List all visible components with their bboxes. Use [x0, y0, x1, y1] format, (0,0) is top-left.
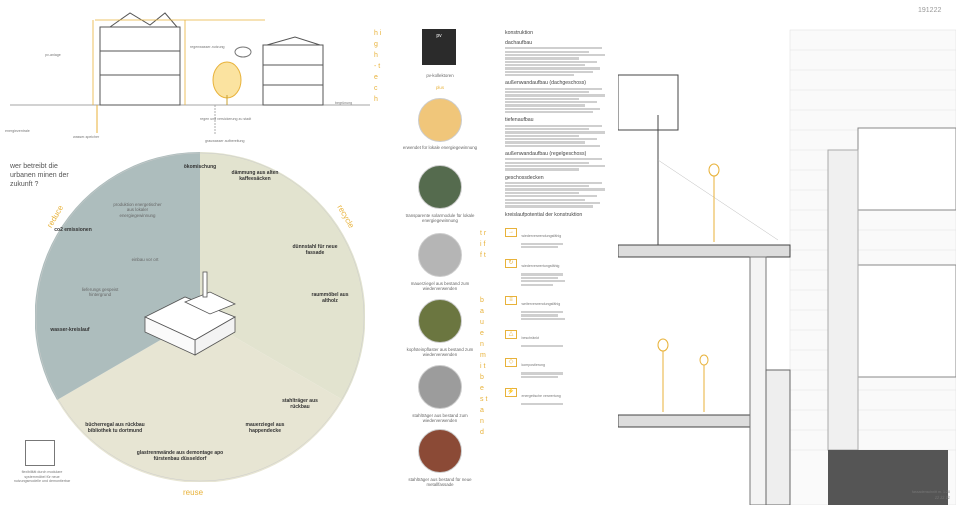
material-image-moss: [418, 299, 462, 343]
material-image-solar: [418, 165, 462, 209]
mid-label: wasser-speicher: [73, 135, 100, 139]
legend-title-2: weiterverwendungsfähig: [521, 301, 561, 306]
vertical-trifft: t r i f f t: [480, 230, 487, 259]
material-caption-4: mauerziegel aus bestand zum wiederverwen…: [410, 281, 470, 292]
legend-icon-5: ⚡: [505, 388, 517, 398]
material-caption-3: transparente solarmodule für lokale ener…: [405, 213, 475, 224]
legend-title-1: wiederverwertungsfähig: [521, 264, 560, 269]
legend-title-5: energetische verwertung: [521, 394, 561, 398]
spec-section-5: kreislaufpotential der konstruktion: [505, 211, 583, 218]
page-number: 191222: [918, 7, 942, 14]
cycle-svg: [34, 151, 366, 483]
legend-icon-3: △: [505, 330, 517, 340]
material-column: pv pv-kollektoren plus erwendet für loka…: [400, 25, 480, 505]
cycle-item-6: glastrennwände aus demontage apo fürsten…: [136, 450, 224, 462]
cycle-item-11: produktion energetischer aus lokaler ene…: [113, 202, 162, 218]
material-image-brick: [418, 429, 462, 473]
legend-icon-0: →: [505, 227, 517, 237]
cycle-item-5: mauerziegel aus happendecke: [245, 422, 285, 434]
spec-section-0: dachaufbau: [505, 40, 533, 46]
section-svg: [10, 12, 370, 135]
cycle-item-7: bücherregal aus rückbau bibliothek tu do…: [85, 422, 145, 434]
material-caption-7: stahlträger aus bestand für neue metallf…: [408, 477, 472, 488]
legend-title-4: kompostierung: [521, 363, 546, 368]
building-section-top: energiezentrale pv-anlage regenwasser-nu…: [5, 5, 375, 145]
bottom-label: regen und versickerung zu stadt: [200, 117, 252, 121]
pv-label: pv-anlage: [45, 53, 61, 57]
spec-section-1: außenwandaufbau (dachgeschoss): [505, 80, 587, 87]
material-image-stone: [418, 233, 462, 277]
corner-icon: [25, 440, 55, 466]
gruen-label: begrünung: [335, 101, 353, 105]
facade-svg: [617, 29, 957, 506]
material-image-beam: [418, 365, 462, 409]
facade-marks: ZŻ ŻŻ ŻŻ: [934, 496, 950, 500]
pv-module-text: pv: [436, 33, 442, 39]
legend-row-1: ↻ wiederverwertungsfähig: [505, 254, 610, 272]
cycle-item-3: raummöbel aus altholz: [311, 292, 349, 304]
vertical-bauen-mit-bestand: b a u e n m i t b e s t a n d: [480, 297, 488, 436]
corner-note: flexibilität durch modulare systemmöbel …: [13, 470, 71, 484]
cycle-item-1: dämmung aus alten kaffeesäcken: [231, 170, 279, 182]
legend-row-5: ⚡ energetische verwertung: [505, 384, 610, 402]
legend-icon-2: ≡: [505, 296, 517, 306]
regen-label: regenwasser-nutzung: [190, 45, 225, 49]
spec-text: konstruktion dachaufbau außenwandaufbau …: [505, 30, 610, 500]
stalk-label: grauwasser aufbereitung: [205, 139, 245, 143]
cycle-item-8: wasser-kreislauf: [50, 327, 90, 333]
facade-note: fassadenschnitt m. 1:20: [912, 490, 950, 494]
spec-section-3: außenwandaufbau (regelgeschoss): [505, 151, 587, 157]
vertical-high-tech: h i g h - t e c h: [374, 30, 382, 103]
legend-row-0: → wiederverwendungsfähig: [505, 224, 610, 242]
legend-icon-1: ↻: [505, 258, 517, 268]
legend-title-3: beschränkt: [521, 335, 540, 340]
legend-title-0: wiederverwendungsfähig: [521, 233, 562, 238]
cycle-item-9: co2 emissionen: [54, 227, 92, 233]
cycle-item-4: stahlträger aus rückbau: [282, 398, 318, 410]
legend-row-4: ◇ kompostierung: [505, 353, 610, 371]
material-caption-6: stahlträger aus bestand zum wiederverwen…: [412, 413, 468, 424]
energiezentrale-label: energiezentrale: [5, 129, 30, 133]
material-caption-2: erwendet für lokale energiegewinnung: [402, 145, 478, 150]
cycle-diagram: reduce recycle reuse ökomischung dämmung…: [34, 151, 366, 497]
material-image-wood: [418, 98, 462, 142]
spec-section-4: geschossdecken: [505, 174, 544, 181]
reuse-label: reuse: [183, 488, 204, 497]
cycle-item-0: ökomischung: [183, 164, 217, 170]
facade-section-drawing: fassadenschnitt m. 1:20 ZŻ ŻŻ ŻŻ: [617, 20, 957, 506]
legend-icon-4: ◇: [505, 357, 517, 367]
spec-title: konstruktion: [505, 30, 533, 36]
spec-section-2: tiefenaufbau: [505, 117, 534, 124]
material-caption-0: pv-kollektoren: [426, 73, 454, 78]
legend-row-2: ≡ weiterverwendungsfähig: [505, 292, 610, 310]
material-caption-1: plus: [435, 85, 445, 90]
pv-module-icon: pv: [422, 29, 456, 65]
legend-row-3: △ beschränkt: [505, 326, 610, 344]
cycle-item-12: einbau vor ort: [131, 257, 159, 262]
cycle-item-2: dünnstahl für neue fassade: [292, 244, 338, 256]
material-caption-5: kopfsteinpflaster aus bestand zum wieder…: [406, 347, 474, 358]
cycle-item-10: lieferungs gespeist hintergrund: [81, 287, 119, 298]
question-text: wer betreibt die urbanen minen der zukun…: [10, 163, 69, 188]
